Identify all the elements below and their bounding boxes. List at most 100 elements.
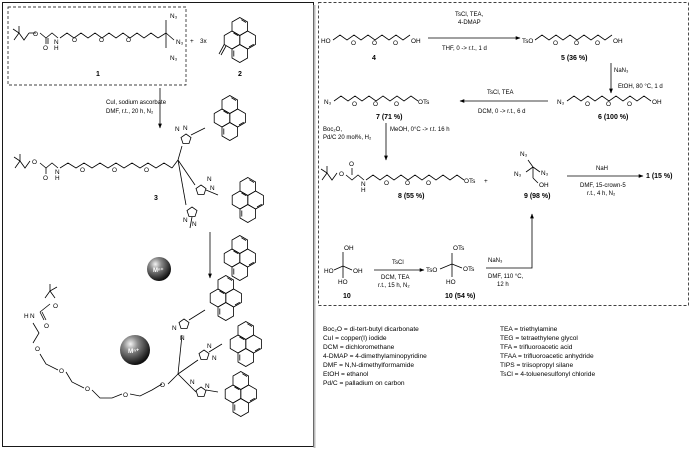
svg-text:O: O — [99, 37, 104, 44]
abbreviation-entry: TFAA = trifluoroacetic anhydride — [500, 353, 594, 360]
svg-text:N: N — [361, 181, 366, 188]
compound-3-label: 3 — [154, 195, 158, 202]
svg-text:N₃: N₃ — [170, 13, 178, 20]
abbreviation-entry: TFA = trifluoroacetic acid — [500, 344, 573, 351]
svg-text:N: N — [190, 379, 195, 386]
svg-text:N₃: N₃ — [514, 171, 522, 178]
cond-r4a: Boc₂O, — [323, 127, 342, 133]
svg-text:O: O — [35, 346, 40, 353]
svg-text:TsO: TsO — [522, 38, 533, 45]
svg-text:O: O — [85, 386, 90, 393]
svg-text:OTs: OTs — [463, 266, 474, 273]
abbreviation-entry: Pd/C = palladium on carbon — [323, 380, 405, 387]
final-product-label: 1 (15 %) — [646, 173, 672, 180]
triazole-pyrene-bottom: N N — [183, 206, 198, 229]
svg-text:OH: OH — [344, 245, 354, 252]
cond-r1b: 4-DMAP — [458, 20, 481, 26]
compound-9-structure: N₃ N₃ N₃ OH — [514, 151, 549, 189]
compound-7-structure: N₃ O O O OTs — [324, 95, 429, 108]
svg-text:OH: OH — [613, 38, 623, 45]
cond-r5b: DMF, 15-crown-5 — [580, 183, 626, 189]
svg-text:N: N — [175, 126, 180, 133]
svg-text:O: O — [72, 37, 77, 44]
triazole-pyrene-top: N N — [175, 95, 246, 144]
svg-text:OH: OH — [652, 99, 662, 106]
abbreviation-entry: TIPS = triisopropyl silane — [500, 362, 574, 369]
svg-text:HO: HO — [324, 268, 334, 275]
svg-text:N₃: N₃ — [541, 170, 549, 177]
svg-text:N₃: N₃ — [176, 39, 184, 46]
cond-r6c: r.t., 15 h, N₂ — [378, 283, 410, 289]
compound-7-label: 7 (71 %) — [376, 114, 402, 121]
svg-text:H: H — [24, 313, 29, 320]
compound-1-structure: O O N H O O O N₃ N₃ N₃ — [12, 13, 184, 62]
svg-text:O: O — [44, 323, 49, 330]
cond-r5c: r.t., 4 h, N₂ — [587, 191, 616, 197]
compound-5-label: 5 (36 %) — [561, 55, 587, 62]
svg-text:O: O — [352, 101, 357, 108]
synthesis-panel-frame — [318, 2, 689, 306]
abbreviation-entry: TsCl = 4-toluenesulfonyl chloride — [500, 371, 596, 378]
svg-text:N: N — [207, 343, 212, 350]
cond-r1c: THF, 0 -> r.t., 1 d — [442, 46, 487, 52]
compound-6-label: 6 (100 %) — [598, 114, 628, 121]
cond-r3b: DCM, 0 -> r.t., 6 d — [478, 109, 526, 115]
abbreviation-entry: DCM = dichloromethane — [323, 344, 395, 351]
complex-metal-sphere — [120, 335, 150, 365]
compound-9-label: 9 (98 %) — [524, 193, 550, 200]
abbreviation-entry: DMF = N,N-dimethylformamide — [323, 362, 415, 369]
svg-text:O: O — [32, 159, 37, 166]
compound-4-label: 4 — [372, 55, 376, 62]
svg-text:O: O — [627, 101, 632, 108]
svg-text:N: N — [183, 125, 188, 132]
svg-text:OTs: OTs — [453, 245, 464, 252]
svg-text:N₃: N₃ — [170, 55, 178, 62]
cond-r2a: NaN₃ — [614, 68, 629, 74]
compound-5-structure: TsO O O O OH — [522, 34, 623, 47]
abbreviation-entry: EtOH = ethanol — [323, 371, 369, 378]
cond-r1a: TsCl, TEA, — [455, 12, 484, 18]
compound-10-label: 10 — [343, 293, 351, 300]
svg-text:O: O — [349, 161, 354, 168]
svg-text:N: N — [212, 355, 217, 362]
cond-r7a: NaN₃ — [488, 258, 503, 264]
svg-text:O: O — [43, 175, 48, 182]
svg-text:O: O — [394, 101, 399, 108]
svg-text:O: O — [393, 40, 398, 47]
abbreviation-entry: CuI = copper(I) iodide — [323, 335, 387, 342]
triazole-pyrene-middle: N N — [195, 176, 264, 223]
abbreviation-entry: Boc₂O = di-tert-butyl dicarbonate — [323, 326, 419, 333]
svg-text:N: N — [205, 383, 210, 390]
svg-text:N: N — [55, 169, 60, 176]
svg-text:N₃: N₃ — [520, 151, 528, 158]
cond-r6a: TsCl — [392, 260, 404, 266]
svg-text:O: O — [574, 40, 579, 47]
compound-10-tosylate-structure: TsO OTs OTs HO — [426, 245, 474, 286]
metal-ion-label: Mⁿ⁺ — [153, 267, 164, 274]
left-panel-shadow — [313, 5, 316, 448]
equiv-label: 3x — [200, 38, 208, 45]
cond-r4c: MeOH, 0°C -> r.t. 16 h — [390, 127, 450, 133]
compound-8-label: 8 (55 %) — [398, 193, 424, 200]
svg-text:H: H — [55, 175, 60, 182]
svg-text:N: N — [180, 335, 185, 342]
svg-text:N: N — [210, 185, 215, 192]
svg-text:O: O — [80, 167, 85, 174]
svg-text:O: O — [43, 45, 48, 52]
svg-text:O: O — [339, 171, 344, 178]
compound-4-structure: HO O O O OH — [321, 34, 421, 47]
cond-r6b: DCM, TEA — [381, 275, 410, 281]
abbreviation-entry: 4-DMAP = 4-dimethylaminopyridine — [323, 353, 427, 360]
svg-text:O: O — [373, 101, 378, 108]
starting-materials-box — [7, 6, 187, 86]
svg-text:N: N — [207, 176, 212, 183]
svg-text:N: N — [172, 325, 177, 332]
svg-text:O: O — [384, 180, 389, 187]
svg-text:N₃: N₃ — [557, 99, 565, 106]
svg-text:O: O — [553, 40, 558, 47]
svg-text:O: O — [372, 40, 377, 47]
svg-text:O: O — [426, 180, 431, 187]
